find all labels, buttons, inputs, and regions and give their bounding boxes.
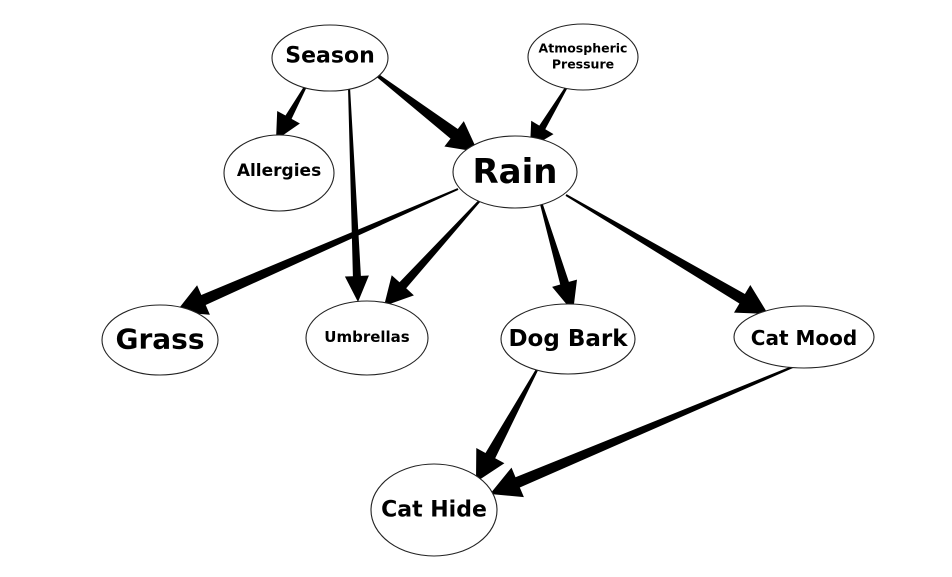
edges-layer (176, 70, 803, 498)
node-umbrellas-label: Umbrellas (324, 328, 410, 346)
node-atmospheric-pressure-label-line1: Atmospheric (539, 41, 628, 56)
node-cat-hide: Cat Hide (370, 463, 498, 557)
node-allergies: Allergies (223, 134, 335, 212)
edge-dog-bark-cat-hide (476, 365, 540, 482)
node-cat-mood-label: Cat Mood (751, 326, 857, 350)
node-rain-label: Rain (473, 152, 558, 192)
edge-rain-dog-bark (538, 195, 577, 312)
node-rain: Rain (452, 135, 578, 209)
node-season: Season (271, 24, 389, 92)
edge-rain-grass (176, 188, 459, 315)
edge-rain-umbrellas (384, 196, 484, 306)
node-atmospheric-pressure: Atmospheric Pressure (527, 23, 639, 91)
node-grass-label: Grass (115, 323, 204, 356)
node-dog-bark: Dog Bark (500, 303, 636, 375)
edge-atmospheric-pressure-rain (530, 82, 570, 148)
edge-season-umbrellas (344, 87, 369, 302)
node-cat-hide-label: Cat Hide (381, 498, 487, 523)
node-atmospheric-pressure-label-line2: Pressure (552, 57, 614, 72)
node-umbrellas: Umbrellas (305, 300, 429, 376)
edge-rain-cat-mood (565, 194, 768, 314)
edge-season-rain (372, 70, 478, 152)
edge-cat-mood-cat-hide (490, 362, 803, 498)
node-allergies-label: Allergies (237, 161, 321, 181)
node-cat-mood: Cat Mood (733, 305, 875, 369)
node-dog-bark-label: Dog Bark (508, 326, 628, 352)
edge-season-allergies (276, 81, 309, 140)
node-season-label: Season (285, 44, 374, 69)
node-grass: Grass (101, 304, 219, 376)
